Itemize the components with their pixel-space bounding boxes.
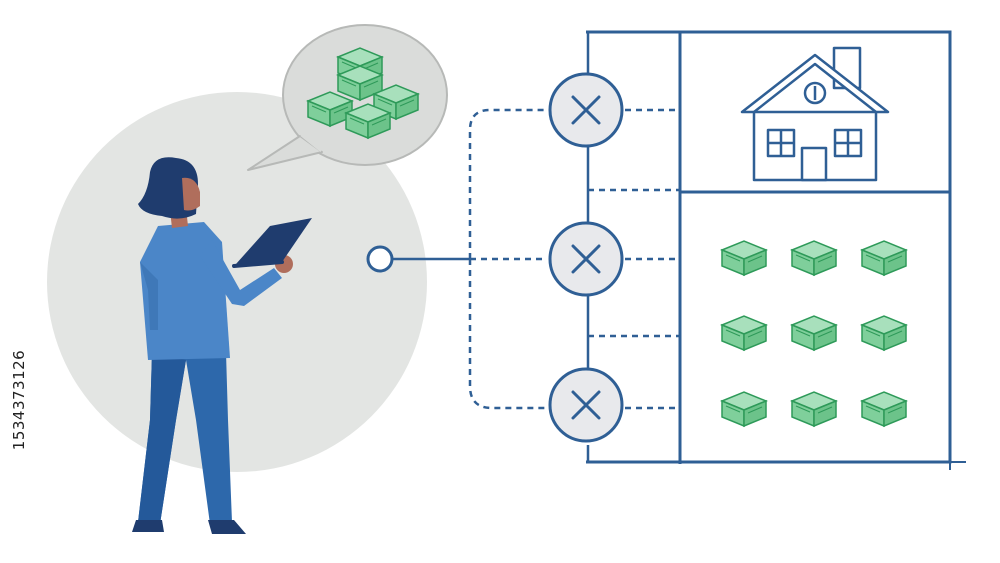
cash-bundle-icon	[861, 240, 907, 276]
asset-table	[586, 30, 966, 470]
dashed-branch-lines	[468, 108, 545, 410]
background-circle	[47, 92, 427, 472]
laptop-icon	[236, 218, 312, 264]
cash-bundle-icon	[791, 315, 837, 351]
connector-lines	[393, 32, 680, 462]
cash-bundle-icon	[721, 240, 767, 276]
person-with-laptop	[132, 157, 312, 534]
person-shoes	[132, 520, 246, 534]
house-icon	[740, 46, 890, 182]
cash-bundle-icon	[861, 315, 907, 351]
cash-bundle-icon	[861, 391, 907, 427]
stock-image-id-text: 1534373126	[10, 349, 28, 451]
cash-bundle-icon	[791, 240, 837, 276]
open-circle-node	[366, 245, 394, 273]
x-circle-node-middle	[548, 221, 624, 297]
cash-bundle-icon	[721, 391, 767, 427]
x-circle-node-bottom	[548, 367, 624, 443]
dashed-right-lines	[588, 108, 680, 410]
x-circle-node-top	[548, 72, 624, 148]
money-grid	[721, 240, 907, 427]
stock-image-id: 1534373126	[4, 320, 34, 480]
cash-bundle-icon	[721, 315, 767, 351]
person-hair	[138, 157, 198, 219]
cash-bundle-icon	[791, 391, 837, 427]
